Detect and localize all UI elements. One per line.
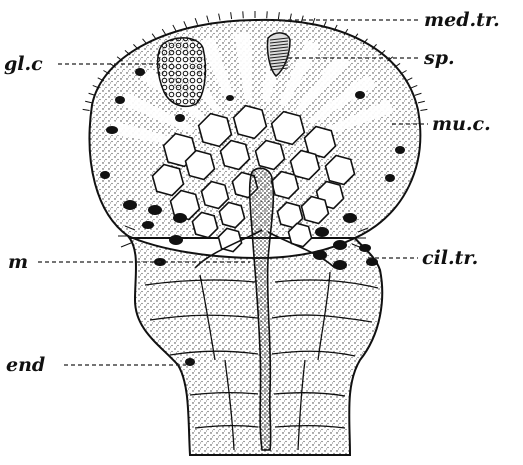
nucleus bbox=[226, 95, 234, 101]
nucleus bbox=[135, 68, 145, 76]
cilium bbox=[121, 243, 131, 247]
nucleus bbox=[100, 171, 110, 179]
cilium bbox=[231, 12, 232, 19]
cilium bbox=[420, 109, 427, 110]
nucleus bbox=[343, 213, 357, 223]
nucleus bbox=[142, 221, 154, 229]
nucleus bbox=[366, 258, 378, 266]
label-text-mu-c: mu.c. bbox=[432, 113, 491, 135]
nucleus bbox=[169, 235, 183, 245]
nucleus bbox=[333, 240, 347, 250]
nucleus bbox=[385, 174, 395, 182]
cilium bbox=[418, 101, 425, 103]
cilium bbox=[83, 109, 90, 110]
nucleus bbox=[359, 244, 371, 252]
label-text-sp: sp. bbox=[423, 47, 455, 69]
nucleus bbox=[333, 260, 347, 270]
nucleus bbox=[106, 126, 118, 134]
label-cil-tr: cil.tr. bbox=[368, 247, 478, 269]
cilium bbox=[207, 16, 209, 23]
cilium bbox=[219, 14, 220, 21]
label-text-m: m bbox=[8, 251, 28, 273]
nucleus bbox=[148, 205, 162, 215]
label-text-end: end bbox=[6, 354, 45, 376]
nucleus bbox=[175, 114, 185, 122]
cilium bbox=[411, 85, 417, 88]
label-text-med-tr: med.tr. bbox=[424, 9, 500, 31]
label-text-gl-c: gl.c bbox=[4, 53, 43, 75]
cilium bbox=[195, 18, 197, 25]
nucleus bbox=[115, 96, 125, 104]
cilium bbox=[415, 93, 422, 95]
label-end: end bbox=[6, 354, 186, 376]
cilium bbox=[173, 25, 176, 31]
label-text-cil-tr: cil.tr. bbox=[422, 247, 478, 269]
specimen-drawing bbox=[83, 11, 428, 455]
cilium bbox=[278, 12, 279, 19]
cilium bbox=[85, 101, 92, 103]
nucleus bbox=[185, 358, 195, 366]
nucleus bbox=[395, 146, 405, 154]
nucleus bbox=[173, 213, 187, 223]
cilium bbox=[184, 21, 187, 27]
nucleus bbox=[315, 227, 329, 237]
nucleus bbox=[123, 200, 137, 210]
nucleus bbox=[355, 91, 365, 99]
